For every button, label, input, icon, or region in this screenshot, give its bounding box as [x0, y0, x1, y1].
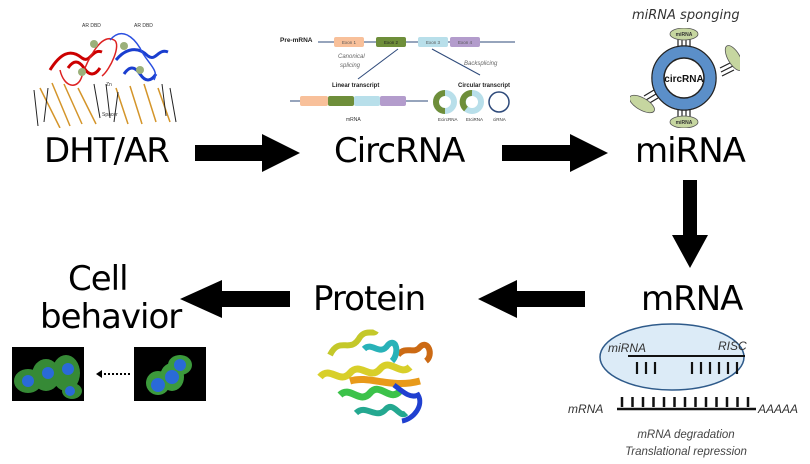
- svg-text:EIciRNA: EIciRNA: [466, 117, 483, 122]
- arrow-protein-to-cell: [180, 280, 290, 318]
- arrow-circrna-to-mirna: [502, 134, 608, 172]
- protein-structure-image: [317, 328, 433, 424]
- sponging-title: miRNA sponging: [632, 8, 740, 23]
- risc-diagram: miRNA RISC mRNA AAAAA mRNA degradation T…: [568, 323, 798, 458]
- elcirna-icon: [459, 90, 484, 114]
- mirna-bubble: [669, 115, 699, 128]
- canonical-splicing-label: Canonical: [338, 54, 365, 60]
- svg-text:Exon 2: Exon 2: [384, 40, 399, 45]
- mirna-bubble: [724, 45, 740, 71]
- target-mrna-label: mRNA: [568, 402, 603, 416]
- exon-4: [450, 37, 480, 47]
- cirna-icon: [488, 91, 510, 113]
- exon-row: Exon 1 Exon 2 Exon 3 Exon 4: [334, 37, 480, 47]
- spacer-label: Spacer: [102, 112, 118, 118]
- svg-text:Exon 1: Exon 1: [342, 40, 357, 45]
- arrow-mrna-to-protein: [478, 280, 585, 318]
- node-mirna: miRNA: [635, 131, 746, 171]
- backsplicing-label: Backsplicing: [464, 61, 498, 67]
- svg-text:miRNA: miRNA: [676, 32, 693, 38]
- polya-tail-label: AAAAA: [757, 402, 798, 416]
- node-cell-behavior-line2: behavior: [40, 297, 182, 337]
- node-dht-ar: DHT/AR: [44, 131, 170, 171]
- svg-text:EcircRNA: EcircRNA: [438, 117, 458, 122]
- cell-image-after: [12, 347, 84, 401]
- sponging-diagram: circRNA miRNA miRNA: [630, 28, 740, 128]
- node-circrna: CircRNA: [334, 131, 465, 171]
- arrow-dht-to-circrna: [195, 134, 300, 172]
- outcome-repression: Translational repression: [625, 446, 747, 458]
- mirna-bubble: [630, 94, 655, 114]
- arrow-mirna-to-mrna: [672, 180, 708, 268]
- cell-image-before: [134, 347, 206, 401]
- linear-transcript-label: Linear transcript: [332, 83, 379, 89]
- risc-mirna-label: miRNA: [608, 341, 646, 355]
- zn-label: Zn: [106, 82, 112, 88]
- svg-text:miRNA: miRNA: [676, 120, 693, 126]
- svg-text:splicing: splicing: [340, 63, 361, 69]
- splicing-diagram: Pre-mRNA Exon 1 Exon 2 Exon 3 Exon 4 Can…: [280, 37, 515, 123]
- risc-label: RISC: [718, 339, 747, 353]
- node-protein: Protein: [313, 279, 426, 319]
- exon-3: [418, 37, 448, 47]
- subunit-b-label: AR DBD: [134, 23, 153, 29]
- ar-dna-structure-image: AR DBD AR DBD Zn Spacer: [33, 23, 177, 128]
- mirna-bubble: [669, 28, 699, 41]
- exon-1: [334, 37, 364, 47]
- outcome-degradation: mRNA degradation: [637, 429, 734, 441]
- svg-text:Exon 3: Exon 3: [426, 40, 441, 45]
- ecircrna-icon: [433, 90, 457, 114]
- exon-2: [376, 37, 406, 47]
- svg-text:Exon 4: Exon 4: [458, 40, 473, 45]
- circular-transcript-label: Circular transcript: [458, 83, 510, 89]
- pre-mrna-label: Pre-mRNA: [280, 37, 313, 44]
- svg-text:ciRNA: ciRNA: [493, 117, 506, 122]
- circrna-center-label: circRNA: [664, 74, 703, 85]
- node-mrna: mRNA: [641, 279, 743, 319]
- node-cell-behavior-line1: Cell: [68, 259, 129, 299]
- subunit-a-label: AR DBD: [82, 23, 101, 29]
- svg-text:mRNA: mRNA: [346, 117, 361, 123]
